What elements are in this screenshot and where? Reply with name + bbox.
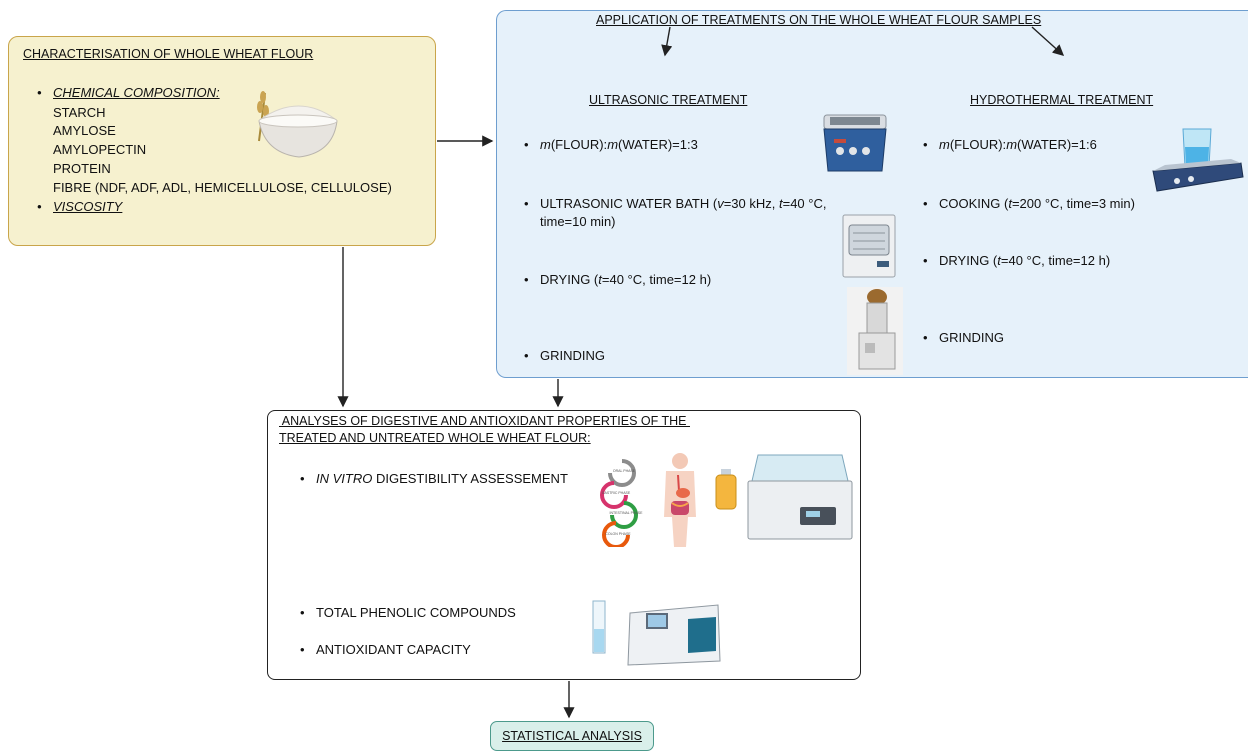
chemical-composition-label: CHEMICAL COMPOSITION: (37, 85, 220, 100)
phase-label-oral: ORAL PHASE (613, 469, 636, 473)
analyses-box: ANALYSES OF DIGESTIVE AND ANTIOXIDANT PR… (267, 410, 861, 680)
invitro-digestibility: IN VITRO DIGESTIBILITY ASSESSEMENT (300, 471, 568, 486)
item-fibre: FIBRE (NDF, ADF, ADL, HEMICELLULOSE, CEL… (53, 180, 392, 195)
cuvette-icon (592, 600, 606, 654)
treatments-box: APPLICATION OF TREATMENTS ON THE WHOLE W… (496, 10, 1248, 378)
phase-label-intestinal: INTESTINAL PHASE (610, 511, 644, 515)
antioxidant-capacity: ANTIOXIDANT CAPACITY (300, 642, 471, 657)
spectrophotometer-icon (627, 604, 721, 666)
item-starch: STARCH (53, 105, 106, 120)
item-amylopectin: AMYLOPECTIN (53, 142, 147, 157)
viscosity-label: VISCOSITY (37, 199, 122, 214)
flour-bowl-icon (257, 91, 338, 158)
ultrasonic-ratio: m(FLOUR):m(WATER)=1:3 (524, 137, 698, 152)
hydrothermal-cooking: COOKING (t=200 °C, time=3 min) (923, 196, 1135, 211)
enzyme-bottle-icon (715, 469, 737, 510)
hydrothermal-ratio: m(FLOUR):m(WATER)=1:6 (923, 137, 1097, 152)
hot-plate-icon (1152, 128, 1244, 192)
phase-label-gastric: GASTRIC PHASE (602, 491, 631, 495)
dryer-icon (842, 214, 896, 278)
ultrasonic-water-bath-line2: time=10 min) (540, 214, 616, 229)
treatments-title: APPLICATION OF TREATMENTS ON THE WHOLE W… (596, 13, 1042, 27)
grinder-icon (847, 287, 903, 375)
hydrothermal-title: HYDROTHERMAL TREATMENT (970, 93, 1154, 107)
ultrasonic-grinding: GRINDING (524, 348, 605, 363)
total-phenolic-compounds: TOTAL PHENOLIC COMPOUNDS (300, 605, 516, 620)
item-amylose: AMYLOSE (53, 123, 116, 138)
ultrasonic-water-bath: ULTRASONIC WATER BATH (v=30 kHz, t=40 °C… (524, 196, 827, 211)
arrow-title-to-ultrasonic (661, 26, 673, 57)
characterisation-box: CHARACTERISATION OF WHOLE WHEAT FLOUR CH… (8, 36, 436, 246)
analyses-title-line1: ANALYSES OF DIGESTIVE AND ANTIOXIDANT PR… (279, 414, 690, 428)
ultrasonic-bath-icon (823, 114, 887, 172)
digestive-system-icon (664, 453, 696, 547)
arrow-title-to-hydrothermal (1031, 26, 1065, 56)
ultrasonic-title: ULTRASONIC TREATMENT (589, 93, 748, 107)
characterisation-title: CHARACTERISATION OF WHOLE WHEAT FLOUR (23, 47, 314, 61)
item-protein: PROTEIN (53, 161, 111, 176)
phase-label-colon: COLON PHASE (605, 532, 631, 536)
digestion-phases-icon: ORAL PHASE GASTRIC PHASE INTESTINAL PHAS… (600, 459, 644, 547)
statistical-box: STATISTICAL ANALYSIS (490, 721, 654, 751)
analyses-title-line2: TREATED AND UNTREATED WHOLE WHEAT FLOUR: (279, 431, 591, 445)
water-bath-icon (747, 454, 853, 540)
ultrasonic-drying: DRYING (t=40 °C, time=12 h) (524, 272, 711, 287)
hydrothermal-drying: DRYING (t=40 °C, time=12 h) (923, 253, 1110, 268)
statistical-label: STATISTICAL ANALYSIS (502, 729, 642, 743)
hydrothermal-grinding: GRINDING (923, 330, 1004, 345)
